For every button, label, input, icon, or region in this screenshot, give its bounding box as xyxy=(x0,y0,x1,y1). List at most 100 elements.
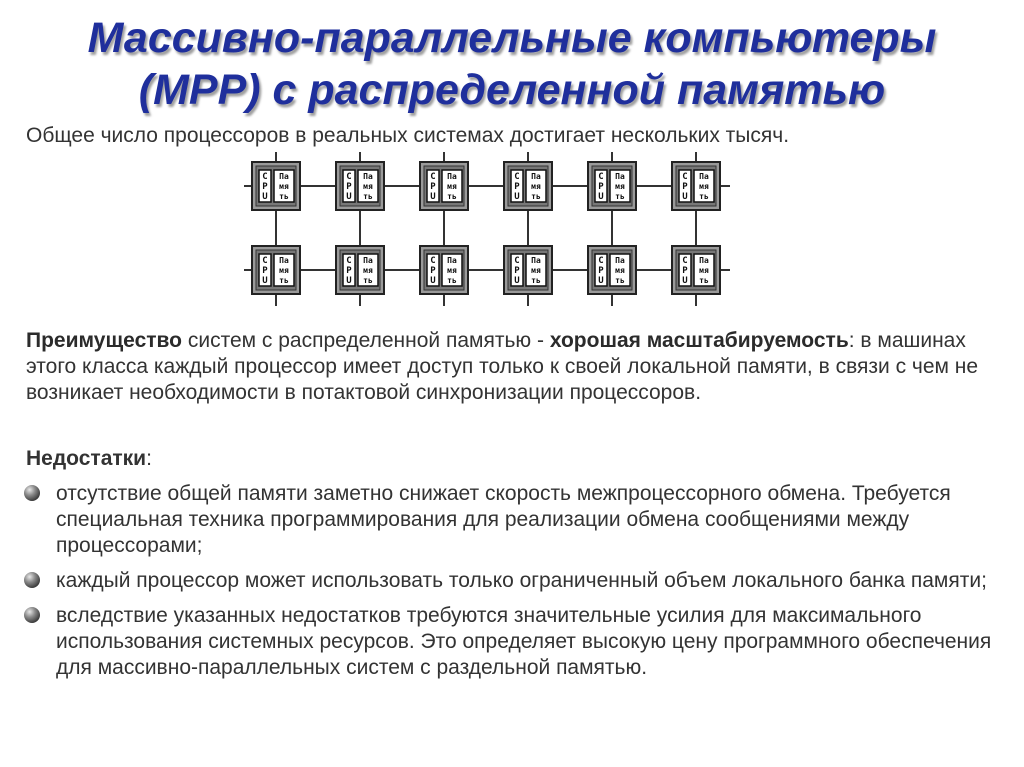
memory-label-text: мя xyxy=(699,182,709,191)
cpu-block xyxy=(426,253,440,287)
list-item-text: отсутствие общей памяти заметно снижает … xyxy=(56,482,951,557)
advantage-lead: Преимущество xyxy=(26,329,182,352)
cpu-label-char: U xyxy=(346,192,351,202)
memory-label-text: Па xyxy=(531,256,541,265)
advantage-paragraph: Преимущество систем с распределенной пам… xyxy=(26,328,1001,406)
memory-label-text: ть xyxy=(363,192,373,201)
memory-label-text: ть xyxy=(699,276,709,285)
memory-label-text: ть xyxy=(615,276,625,285)
drawbacks-list: отсутствие общей памяти заметно снижает … xyxy=(22,481,1007,690)
memory-label-text: мя xyxy=(363,266,373,275)
cpu-label-char: U xyxy=(682,276,687,286)
list-item: отсутствие общей памяти заметно снижает … xyxy=(22,481,1007,559)
cpu-block xyxy=(510,169,524,203)
memory-label-text: Па xyxy=(531,172,541,181)
processor-nodes: CPUПамятьCPUПамятьCPUПамятьCPUПамятьCPUП… xyxy=(251,161,721,295)
drawbacks-head-colon: : xyxy=(146,447,152,470)
cpu-label-char: C xyxy=(682,172,687,182)
memory-label-text: ть xyxy=(699,192,709,201)
intro-text: Общее число процессоров в реальных систе… xyxy=(26,124,790,147)
list-item-text: вследствие указанных недостатков требуют… xyxy=(56,604,992,679)
memory-block xyxy=(357,169,379,203)
slide-title-line2: (MPP) с распределенной памятью xyxy=(138,66,886,114)
cpu-label-char: U xyxy=(598,192,603,202)
mpp-architecture-diagram: CPUПамятьCPUПамятьCPUПамятьCPUПамятьCPUП… xyxy=(244,152,730,306)
cpu-label-char: C xyxy=(598,256,603,266)
memory-block xyxy=(273,253,295,287)
memory-label-text: мя xyxy=(447,182,457,191)
cpu-label-char: P xyxy=(430,266,436,276)
advantage-mid: систем с распределенной памятью - xyxy=(182,329,550,352)
cpu-label-char: U xyxy=(514,192,519,202)
cpu-label-char: U xyxy=(430,192,435,202)
cpu-block xyxy=(342,169,356,203)
memory-block xyxy=(441,169,463,203)
slide-title-line1: Массивно-параллельные компьютеры xyxy=(87,14,937,62)
cpu-block xyxy=(678,169,692,203)
cpu-label-char: P xyxy=(682,182,688,192)
interconnect-lines xyxy=(244,152,730,306)
memory-label-text: ть xyxy=(615,192,625,201)
memory-label-text: Па xyxy=(363,172,373,181)
memory-label-text: ть xyxy=(531,192,541,201)
cpu-label-char: P xyxy=(682,266,688,276)
cpu-label-char: C xyxy=(598,172,603,182)
memory-block xyxy=(273,169,295,203)
cpu-label-char: C xyxy=(262,172,267,182)
memory-label-text: ть xyxy=(279,276,289,285)
cpu-block xyxy=(258,169,272,203)
memory-label-text: мя xyxy=(363,182,373,191)
memory-block xyxy=(525,253,547,287)
list-item: вследствие указанных недостатков требуют… xyxy=(22,603,1007,681)
memory-label-text: ть xyxy=(363,276,373,285)
memory-block xyxy=(357,253,379,287)
memory-label-text: мя xyxy=(615,182,625,191)
cpu-label-char: P xyxy=(514,182,520,192)
cpu-label-char: U xyxy=(346,276,351,286)
memory-label-text: мя xyxy=(447,266,457,275)
drawbacks-heading: Недостатки: xyxy=(26,447,152,471)
cpu-label-char: U xyxy=(598,276,603,286)
memory-label-text: Па xyxy=(279,256,289,265)
memory-label-text: мя xyxy=(531,182,541,191)
cpu-block xyxy=(342,253,356,287)
cpu-label-char: P xyxy=(598,182,604,192)
memory-block xyxy=(525,169,547,203)
cpu-label-char: U xyxy=(262,192,267,202)
memory-label-text: Па xyxy=(447,256,457,265)
cpu-label-char: P xyxy=(346,266,352,276)
cpu-block xyxy=(426,169,440,203)
cpu-label-char: C xyxy=(430,172,435,182)
slide-title: Массивно-параллельные компьютеры (MPP) с… xyxy=(0,12,1024,116)
advantage-rest: : в машинах этого класса каждый процессо… xyxy=(26,329,979,404)
cpu-block xyxy=(594,169,608,203)
drawbacks-head-label: Недостатки xyxy=(26,447,147,470)
cpu-label-char: P xyxy=(514,266,520,276)
memory-label-text: ть xyxy=(447,276,457,285)
cpu-label-char: U xyxy=(514,276,519,286)
memory-label-text: мя xyxy=(531,266,541,275)
memory-label-text: Па xyxy=(447,172,457,181)
memory-label-text: ть xyxy=(531,276,541,285)
cpu-label-char: U xyxy=(262,276,267,286)
memory-label-text: Па xyxy=(699,172,709,181)
list-item-text: каждый процессор может использовать толь… xyxy=(56,569,987,592)
cpu-label-char: P xyxy=(262,182,268,192)
bullet-sphere-icon xyxy=(24,607,40,623)
cpu-block xyxy=(594,253,608,287)
memory-label-text: Па xyxy=(615,256,625,265)
cpu-label-char: C xyxy=(430,256,435,266)
list-item: каждый процессор может использовать толь… xyxy=(22,568,1007,594)
cpu-label-char: P xyxy=(430,182,436,192)
memory-label-text: мя xyxy=(279,266,289,275)
cpu-block xyxy=(258,253,272,287)
memory-label-text: Па xyxy=(699,256,709,265)
memory-block xyxy=(441,253,463,287)
